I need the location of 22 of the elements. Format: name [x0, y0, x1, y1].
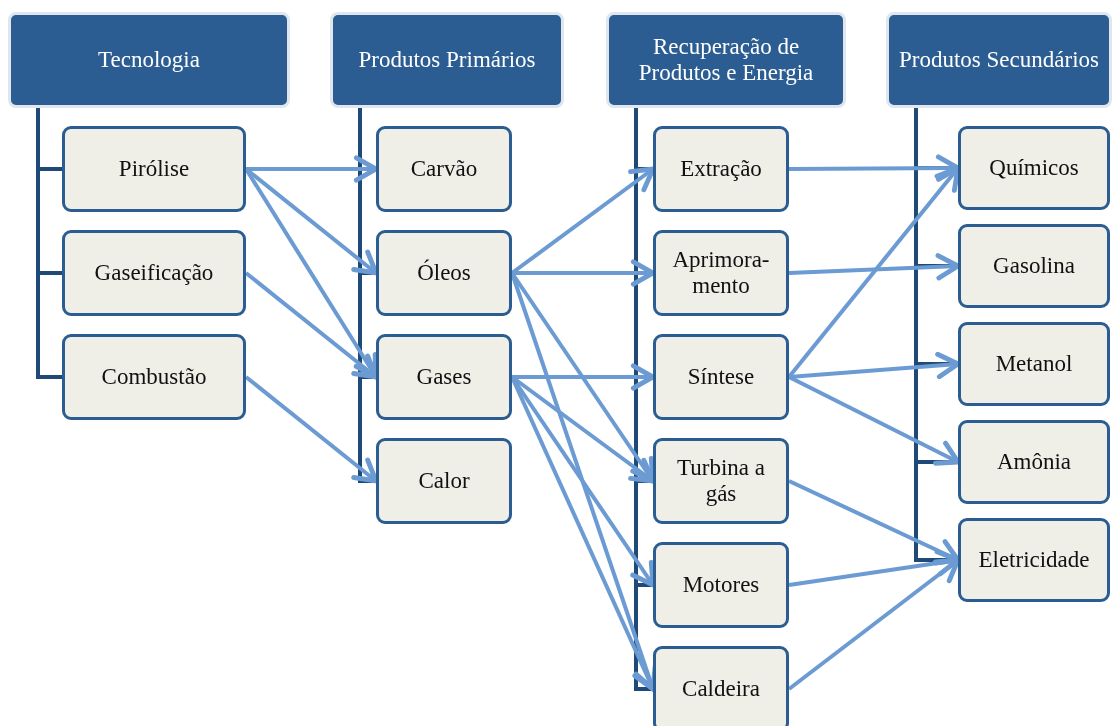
- column-header: Tecnologia: [8, 12, 290, 108]
- category-box: Gaseificação: [62, 230, 246, 316]
- category-box: Carvão: [376, 126, 512, 212]
- category-box: Químicos: [958, 126, 1110, 210]
- category-box: Calor: [376, 438, 512, 524]
- category-box: Pirólise: [62, 126, 246, 212]
- category-box: Gasolina: [958, 224, 1110, 308]
- column-header: Recuperação de Produtos e Energia: [606, 12, 846, 108]
- category-box: Síntese: [653, 334, 789, 420]
- category-box: Combustão: [62, 334, 246, 420]
- category-box: Metanol: [958, 322, 1110, 406]
- column-header: Produtos Primários: [330, 12, 564, 108]
- category-box: Amônia: [958, 420, 1110, 504]
- category-box: Turbina a gás: [653, 438, 789, 524]
- category-box: Óleos: [376, 230, 512, 316]
- category-box: Caldeira: [653, 646, 789, 726]
- category-box: Extração: [653, 126, 789, 212]
- category-box: Motores: [653, 542, 789, 628]
- category-box: Gases: [376, 334, 512, 420]
- column-header: Produtos Secundários: [886, 12, 1112, 108]
- category-box: Aprimora-mento: [653, 230, 789, 316]
- category-box: Eletricidade: [958, 518, 1110, 602]
